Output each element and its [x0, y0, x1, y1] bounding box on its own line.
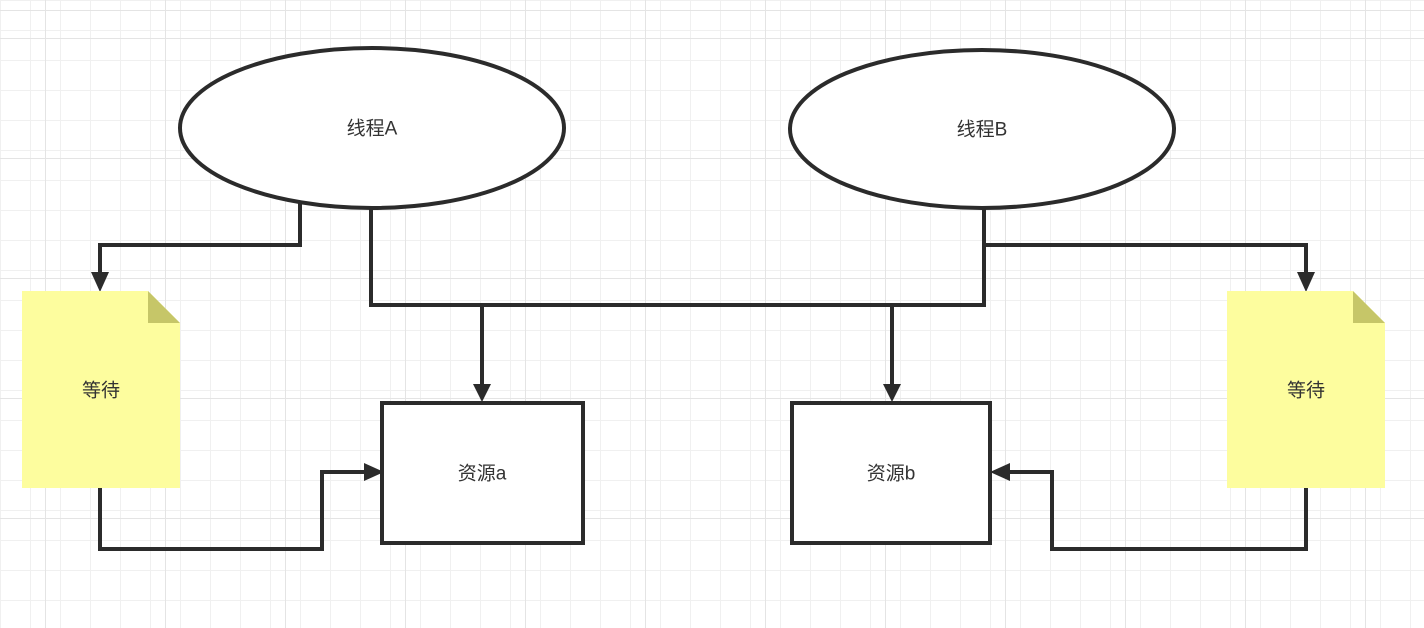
node-resource-b-label: 资源b	[867, 463, 916, 485]
arrow-down-icon	[1297, 272, 1315, 292]
arrow-down-icon	[91, 272, 109, 292]
edge-thread-b-to-resource-a[interactable]	[473, 198, 986, 402]
node-resource-a-label: 资源a	[458, 463, 507, 485]
arrow-down-icon	[473, 384, 491, 402]
note-fold-corner-icon	[1353, 291, 1385, 323]
node-resource-b[interactable]: 资源b	[790, 401, 992, 545]
node-wait-right-label: 等待	[1287, 380, 1325, 402]
arrow-right-icon	[364, 463, 384, 481]
node-thread-b[interactable]: 线程B	[788, 48, 1176, 210]
edge-thread-a-to-resource-b[interactable]	[369, 198, 901, 402]
node-wait-left[interactable]: 等待	[22, 291, 180, 488]
edge-thread-a-to-wait-left[interactable]	[91, 198, 302, 292]
arrow-down-icon	[883, 384, 901, 402]
arrow-left-icon	[990, 463, 1010, 481]
edge-wait-left-to-resource-a[interactable]	[98, 463, 384, 551]
node-thread-b-label: 线程B	[957, 119, 1008, 141]
node-wait-left-label: 等待	[82, 380, 120, 402]
note-fold-corner-icon	[148, 291, 180, 323]
edge-wait-right-to-resource-b[interactable]	[990, 463, 1308, 551]
node-wait-right[interactable]: 等待	[1227, 291, 1385, 488]
node-thread-a[interactable]: 线程A	[178, 46, 566, 210]
node-thread-a-label: 线程A	[347, 118, 398, 140]
node-resource-a[interactable]: 资源a	[380, 401, 585, 545]
edge-thread-b-to-wait-right[interactable]	[984, 243, 1315, 292]
